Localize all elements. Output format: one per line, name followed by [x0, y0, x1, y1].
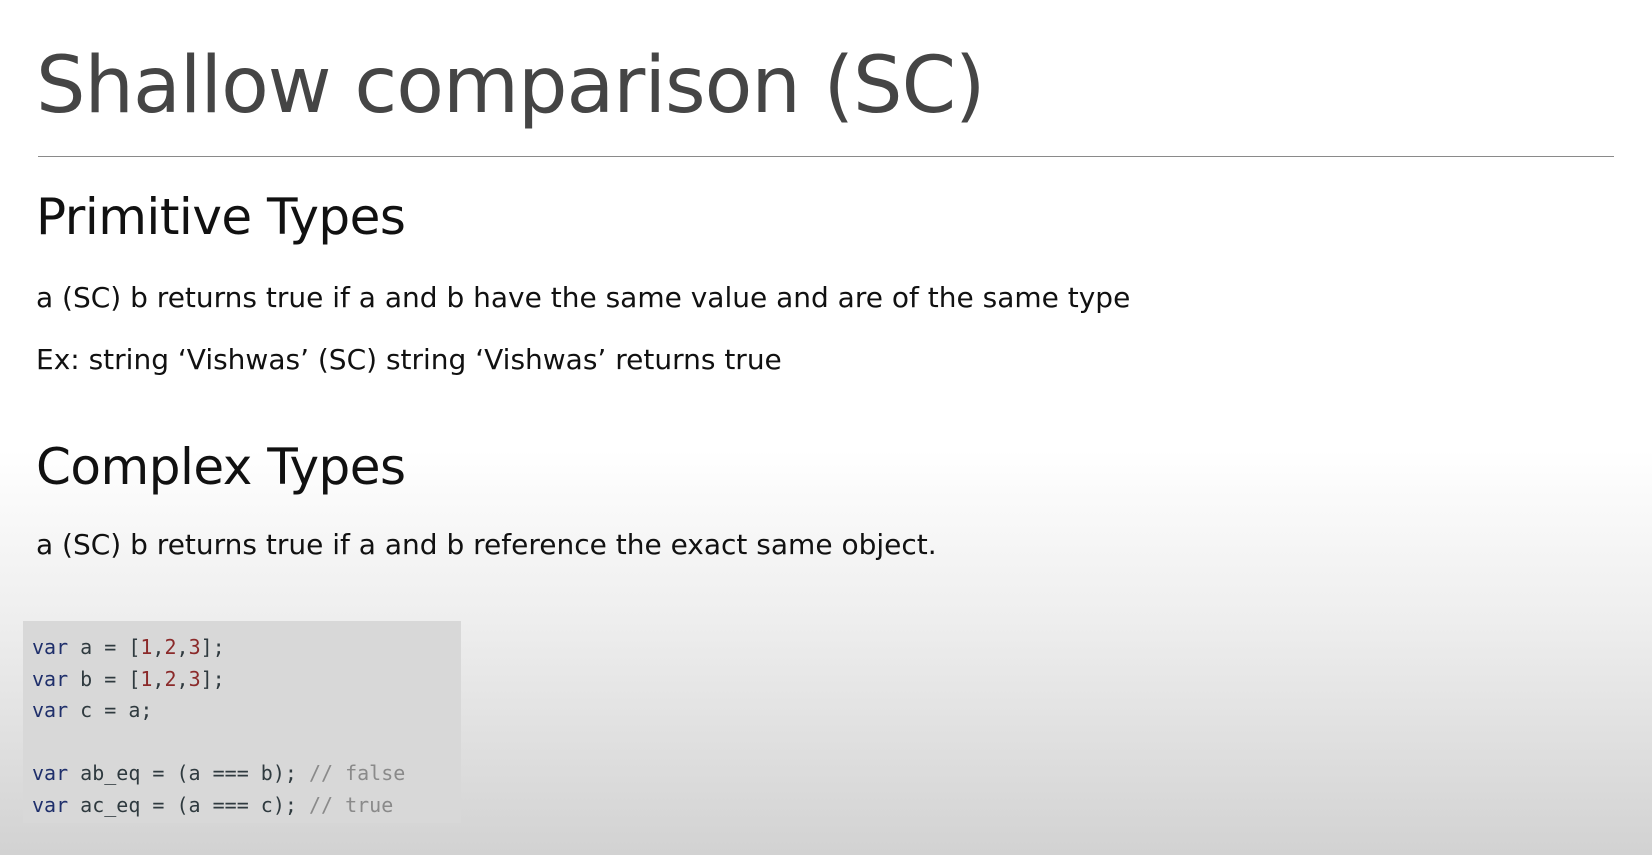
primitive-example: Ex: string ‘Vishwas’ (SC) string ‘Vishwa… [36, 343, 782, 376]
code-text: ac_eq = (a === c); [68, 792, 309, 817]
code-line-2: var b = [1,2,3]; [32, 664, 452, 696]
code-number: 2 [164, 666, 177, 691]
code-number: 1 [140, 635, 153, 659]
code-comment: // false [308, 761, 406, 785]
code-text: ]; [200, 635, 225, 659]
code-separator: , [176, 635, 189, 659]
code-text: ]; [200, 666, 225, 691]
code-separator: , [152, 666, 165, 691]
slide-title: Shallow comparison (SC) [36, 41, 985, 131]
code-text: b = [ [68, 666, 141, 691]
code-keyword: var [32, 761, 69, 785]
code-keyword: var [32, 698, 69, 722]
title-divider [38, 156, 1614, 157]
code-number: 1 [140, 666, 153, 691]
code-separator: , [176, 666, 189, 691]
code-keyword: var [32, 792, 69, 817]
code-number: 2 [164, 635, 177, 659]
code-line-4: var ab_eq = (a === b); // false [32, 758, 452, 790]
code-keyword: var [32, 666, 69, 691]
code-line-1: var a = [1,2,3]; [32, 632, 452, 664]
primitive-types-heading: Primitive Types [36, 188, 406, 246]
code-line-5: var ac_eq = (a === c); // true [32, 790, 452, 822]
code-number: 3 [188, 666, 201, 691]
primitive-definition: a (SC) b returns true if a and b have th… [36, 281, 1131, 314]
code-separator: , [152, 635, 165, 659]
code-keyword: var [32, 635, 69, 659]
code-text: a = [ [68, 635, 141, 659]
code-number: 3 [188, 635, 201, 659]
code-block: var a = [1,2,3]; var b = [1,2,3]; var c … [23, 621, 461, 823]
code-text: c = a; [68, 698, 153, 722]
code-comment: // true [308, 792, 394, 817]
complex-types-heading: Complex Types [36, 438, 406, 496]
complex-definition: a (SC) b returns true if a and b referen… [36, 528, 937, 561]
code-text: ab_eq = (a === b); [68, 761, 309, 785]
code-blank-line [32, 727, 452, 759]
code-line-3: var c = a; [32, 695, 452, 727]
